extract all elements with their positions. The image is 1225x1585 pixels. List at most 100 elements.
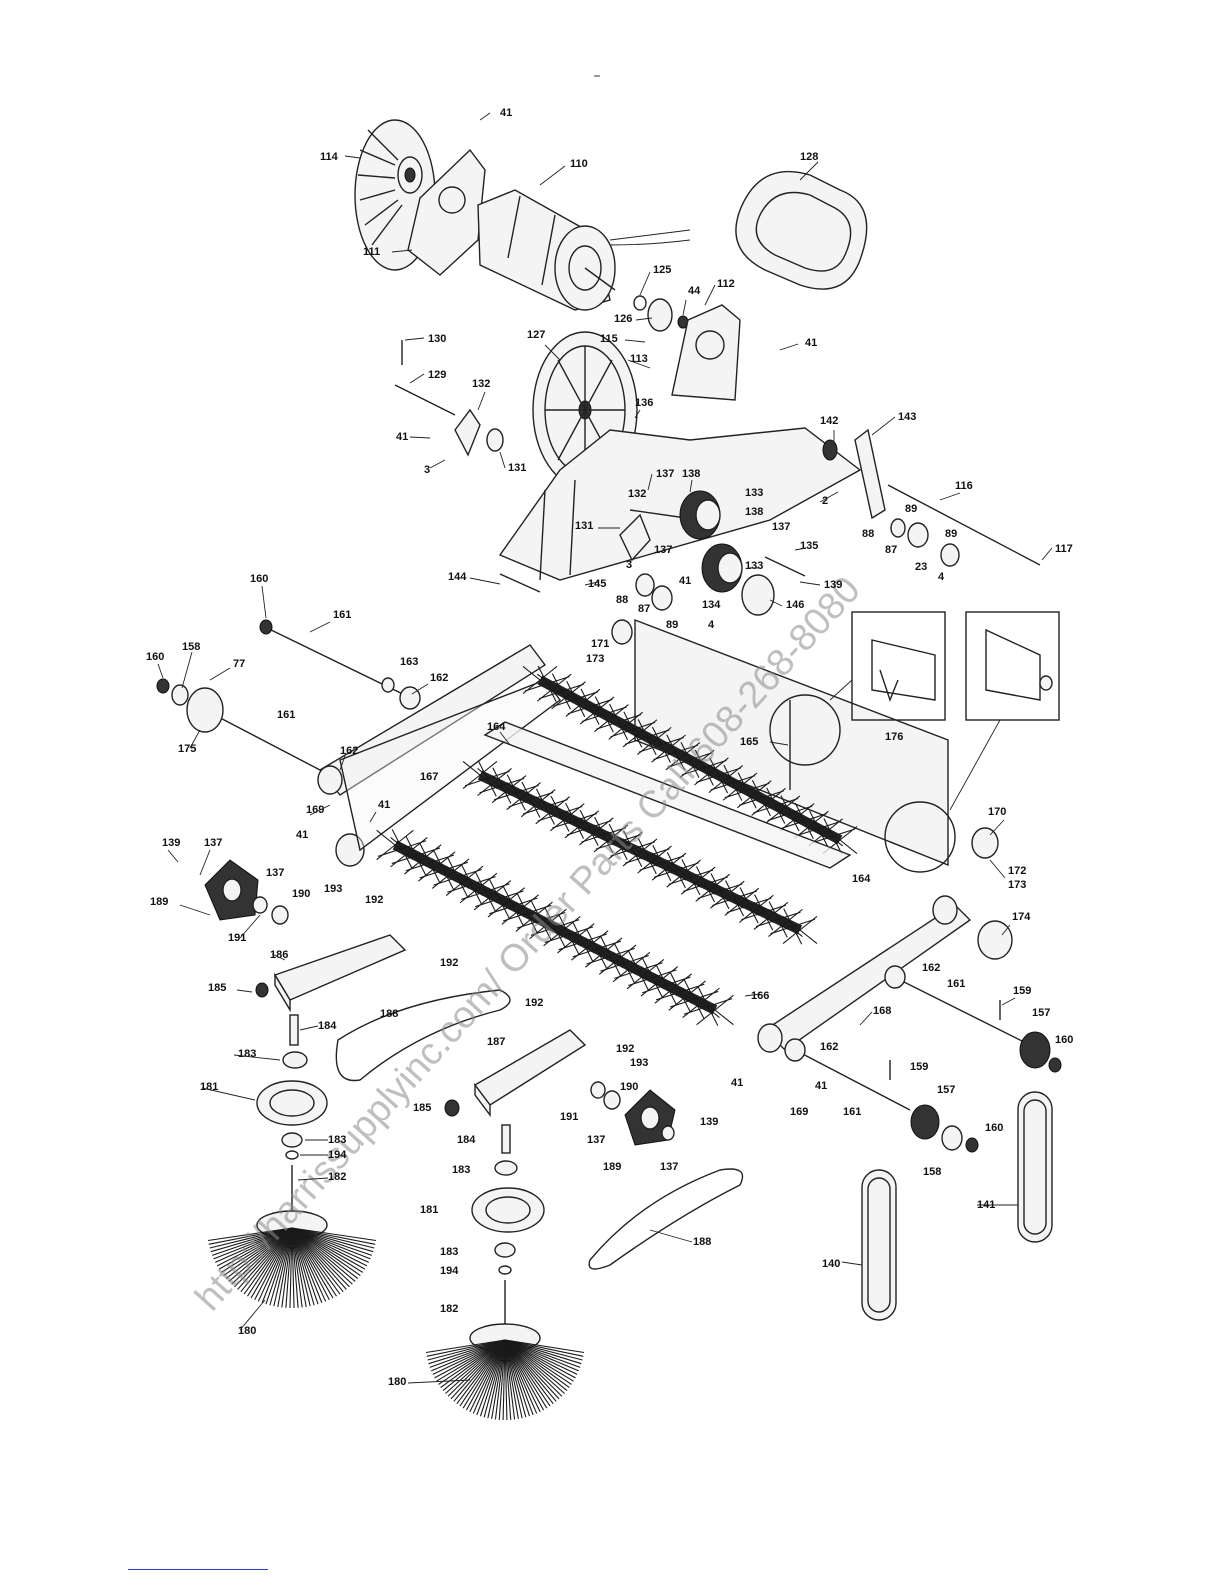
callout-187: 187 [487, 1036, 505, 1048]
callout-160-d: 160 [985, 1122, 1003, 1134]
callout-137-b: 137 [772, 521, 790, 533]
callout-41-f: 41 [296, 829, 308, 841]
callout-115: 115 [600, 333, 618, 345]
callout-139-c: 139 [700, 1116, 718, 1128]
callout-180-b: 180 [388, 1376, 406, 1388]
callout-180: 180 [238, 1325, 256, 1337]
callout-137-d: 137 [204, 837, 222, 849]
axle-left [156, 619, 421, 771]
callout-138: 138 [682, 468, 700, 480]
callout-161-c: 161 [947, 978, 965, 990]
callout-132-b: 132 [628, 488, 646, 500]
callout-172: 172 [1008, 865, 1026, 877]
callout-142: 142 [820, 415, 838, 427]
callout-162-c: 162 [922, 962, 940, 974]
callout-191: 191 [228, 932, 246, 944]
callout-87: 87 [885, 544, 897, 556]
callout-185-b: 185 [413, 1102, 431, 1114]
callout-41-g: 41 [731, 1077, 743, 1089]
callout-143: 143 [898, 411, 916, 423]
callout-77: 77 [233, 658, 245, 670]
callout-169-b: 169 [790, 1106, 808, 1118]
callout-175: 175 [178, 743, 196, 755]
side-broom-right-assembly [425, 1029, 744, 1420]
right-shaft [822, 428, 1041, 567]
callout-182-b: 182 [440, 1303, 458, 1315]
callout-41: 41 [500, 107, 512, 119]
callout-125: 125 [653, 264, 671, 276]
side-arm-right [757, 895, 1062, 1153]
callout-113: 113 [630, 353, 648, 365]
callout-133-b: 133 [745, 560, 763, 572]
callout-161-b: 161 [277, 709, 295, 721]
callout-88-b: 88 [616, 594, 628, 606]
callout-127: 127 [527, 329, 545, 341]
callout-3-b: 3 [626, 559, 632, 571]
callout-132: 132 [472, 378, 490, 390]
callout-4: 4 [938, 571, 945, 583]
callout-185: 185 [208, 982, 226, 994]
callout-117: 117 [1055, 543, 1073, 555]
callout-161: 161 [333, 609, 351, 621]
callout-138-b: 138 [745, 506, 763, 518]
callout-89-b: 89 [945, 528, 957, 540]
callout-158-b: 158 [923, 1166, 941, 1178]
inset-detail-1 [851, 611, 946, 721]
callout-116: 116 [955, 480, 973, 492]
callout-23: 23 [915, 561, 927, 573]
callout-labels: 41 114 110 128 111 125 112 44 126 130 12… [146, 107, 1073, 1388]
callout-163: 163 [400, 656, 418, 668]
callout-145: 145 [588, 578, 606, 590]
callout-190: 190 [292, 888, 310, 900]
callout-41-h: 41 [815, 1080, 827, 1092]
callout-41-c: 41 [396, 431, 408, 443]
callout-137-c: 137 [654, 544, 672, 556]
callout-192-b: 192 [440, 957, 458, 969]
callout-137-f: 137 [587, 1134, 605, 1146]
callout-137-g: 137 [660, 1161, 678, 1173]
callout-166: 166 [751, 990, 769, 1002]
callout-88: 88 [862, 528, 874, 540]
callout-131: 131 [508, 462, 526, 474]
callout-164-b: 164 [852, 873, 871, 885]
callout-159: 159 [1013, 985, 1031, 997]
callout-87-b: 87 [638, 603, 650, 615]
callout-183-b: 183 [328, 1134, 346, 1146]
callout-184: 184 [318, 1020, 337, 1032]
callout-186: 186 [270, 949, 288, 961]
callout-128: 128 [800, 151, 818, 163]
callout-176: 176 [885, 731, 903, 743]
callout-139: 139 [824, 579, 842, 591]
callout-162-b: 162 [340, 745, 358, 757]
callout-169: 169 [306, 804, 324, 816]
broom-rolls [376, 665, 858, 1026]
side-broom-left-assembly [204, 859, 511, 1308]
callout-110: 110 [570, 158, 588, 170]
lower-shaft [499, 556, 806, 611]
callout-189-b: 189 [603, 1161, 621, 1173]
callout-160: 160 [250, 573, 268, 585]
callout-170: 170 [988, 806, 1006, 818]
callout-139-b: 139 [162, 837, 180, 849]
drive-belt [735, 170, 868, 290]
callout-89-c: 89 [666, 619, 678, 631]
callout-41-d: 41 [679, 575, 691, 587]
callout-191-b: 191 [560, 1111, 578, 1123]
pulley-hub [633, 295, 689, 332]
callout-137-e: 137 [266, 867, 284, 879]
callout-89: 89 [905, 503, 917, 515]
belt-141 [1017, 1091, 1053, 1243]
callout-2: 2 [822, 495, 828, 507]
callout-114: 114 [320, 151, 339, 163]
detail-circle-1 [769, 694, 841, 766]
callout-131-b: 131 [575, 520, 593, 532]
callout-135: 135 [800, 540, 818, 552]
callout-192: 192 [365, 894, 383, 906]
callout-41-b: 41 [805, 337, 817, 349]
callout-190-b: 190 [620, 1081, 638, 1093]
callout-133: 133 [745, 487, 763, 499]
callout-182: 182 [328, 1171, 346, 1183]
footer-link-underline[interactable] [128, 1569, 268, 1570]
upper-frame [498, 427, 862, 581]
